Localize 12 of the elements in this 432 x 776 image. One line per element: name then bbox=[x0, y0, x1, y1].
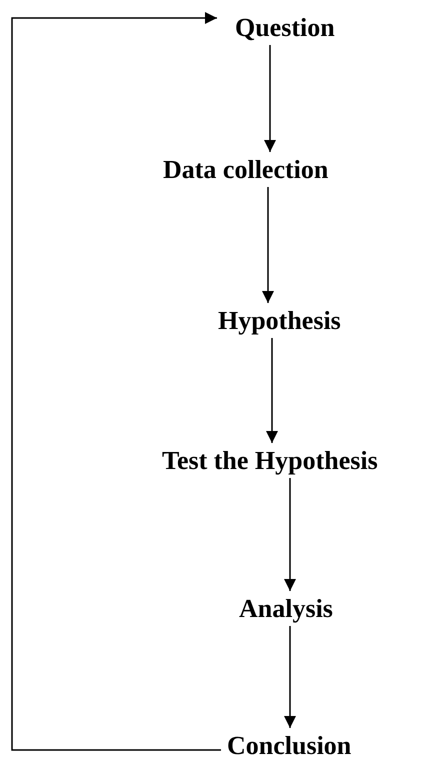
arrow bbox=[11, 12, 221, 751]
arrow bbox=[266, 338, 278, 443]
arrow bbox=[284, 478, 296, 591]
arrow bbox=[284, 626, 296, 728]
step-label: Data collection bbox=[163, 155, 328, 185]
arrow bbox=[262, 187, 274, 303]
step-label: Question bbox=[235, 13, 335, 43]
arrow bbox=[264, 45, 276, 152]
step-label: Hypothesis bbox=[218, 306, 341, 336]
step-label: Test the Hypothesis bbox=[162, 446, 378, 476]
step-label: Conclusion bbox=[227, 731, 352, 761]
step-label: Analysis bbox=[239, 594, 333, 624]
